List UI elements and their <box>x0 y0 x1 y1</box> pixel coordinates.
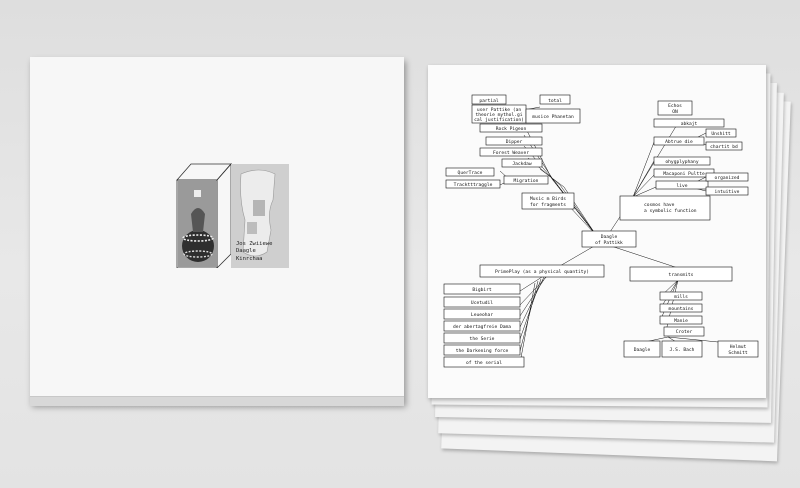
credit-line: Daagle <box>236 248 256 255</box>
node-partial: partial <box>479 98 499 104</box>
node-macaponi: Macaponi Pultte <box>663 171 705 177</box>
box-edge <box>30 396 404 406</box>
node-t4: Croter <box>676 329 693 335</box>
node-p3: Leueohar <box>471 312 493 318</box>
node-jsbach: J.S. Bach <box>670 347 695 353</box>
node-intuitive: intuitive <box>715 189 740 195</box>
node-transmits: transmits <box>669 272 694 278</box>
node-rock-pigeon: Rock Pigeon <box>496 126 527 132</box>
node-user: user Pattike (an <box>477 107 521 113</box>
node-quertrace: QuerTrace <box>458 170 483 176</box>
node-helmut: Schmitt <box>728 350 748 356</box>
node-unshitt: Unshitt <box>711 131 731 137</box>
credit-line: Jos Zwiiewe <box>236 241 273 247</box>
node-total: total <box>548 98 562 104</box>
node-abtrue: Abtrue die <box>665 139 693 145</box>
node-chartit: chartit bd <box>710 144 738 150</box>
node-ohygplyphany: ohygplyphany <box>665 159 698 165</box>
node-live: live <box>676 183 687 189</box>
node-p5: the Serie <box>470 336 495 342</box>
diagram-boxes <box>443 94 759 368</box>
node-p1: Bigbirt <box>472 287 492 293</box>
node-forest-weaver: Forest Weaver <box>493 150 529 156</box>
credit-line: Kinrchaa <box>236 255 263 262</box>
node-center: of Pattikk <box>595 240 623 246</box>
node-echos: ON <box>672 109 678 115</box>
node-t1: mills <box>674 294 688 300</box>
diagram-labels: partial total user Pattike (an theorie m… <box>453 98 748 366</box>
cover-credit: Jos Zwiiewe Daagle Kinrchaa <box>236 241 272 263</box>
node-musice: musice Phanetan <box>532 114 574 120</box>
node-p6: the Darkening force <box>456 348 509 354</box>
cover-collage <box>176 162 289 268</box>
node-p2: Ucetudil <box>471 300 493 306</box>
node-organized: organized <box>715 175 740 181</box>
node-music-birds: for fragments <box>530 202 566 208</box>
node-center: Daagle <box>601 234 618 240</box>
node-helmut: Helmut <box>730 344 747 350</box>
node-t2: mountains <box>669 306 694 312</box>
node-p4: der abertagfreie Dama <box>453 324 511 330</box>
node-trackttraggle: Tracktttraggle <box>454 182 493 188</box>
node-migration: Migration <box>514 178 539 184</box>
node-jackdaw: Jackdaw <box>512 161 532 167</box>
mind-map-diagram: partial total user Pattike (an theorie m… <box>443 94 759 368</box>
node-echos: Echos <box>668 103 682 109</box>
node-primeplay: PrimePlay (as a physical quantity) <box>495 269 589 275</box>
node-daagle: Daagle <box>634 347 651 353</box>
node-dipper: Dipper <box>506 139 523 145</box>
node-p7: of the serial <box>466 360 502 366</box>
node-cosmos: a symbolic function <box>644 208 697 214</box>
node-user: theorie mythol.gi <box>475 112 522 118</box>
node-abkajt: abkajt <box>681 121 698 127</box>
node-user: cal justification) <box>474 117 524 123</box>
node-t3: Manie <box>674 318 688 324</box>
node-cosmos: cosmos have <box>644 202 675 208</box>
node-music-birds: Music m Birds <box>530 196 566 202</box>
